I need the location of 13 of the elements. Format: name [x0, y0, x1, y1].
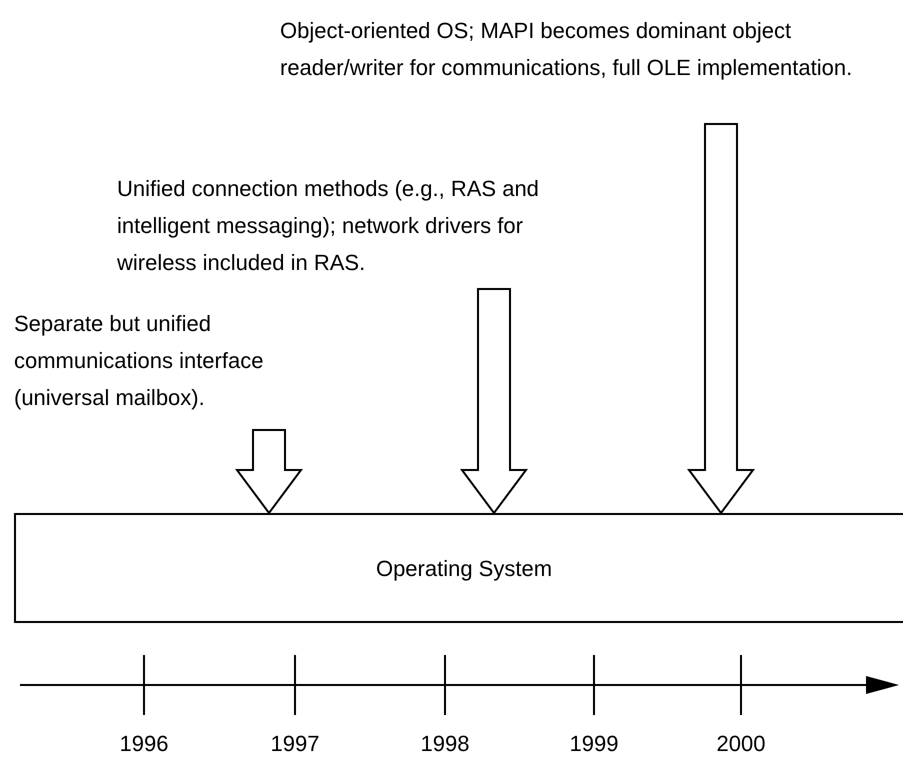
milestone-description: Object-oriented OS; MAPI becomes dominant object reader/writer for communications, full OLE implementation. — [280, 17, 854, 82]
year-label: 1997 — [270, 731, 320, 757]
year-label: 1998 — [420, 731, 470, 757]
milestone-description: Unified connection methods (e.g., RAS and intelligent messaging); network drivers for wireless included in RAS. — [117, 175, 540, 277]
year-label: 2000 — [716, 731, 766, 757]
year-label: 1996 — [118, 731, 170, 757]
block-arrow — [235, 429, 303, 515]
year-label: 1999 — [568, 731, 620, 757]
milestone-description: Separate but unified communications interface (universal mailbox). — [14, 310, 264, 412]
block-arrow — [687, 123, 755, 515]
box-label: Operating System — [376, 554, 552, 583]
operating-system-box — [14, 513, 903, 623]
block-arrow — [460, 288, 528, 515]
